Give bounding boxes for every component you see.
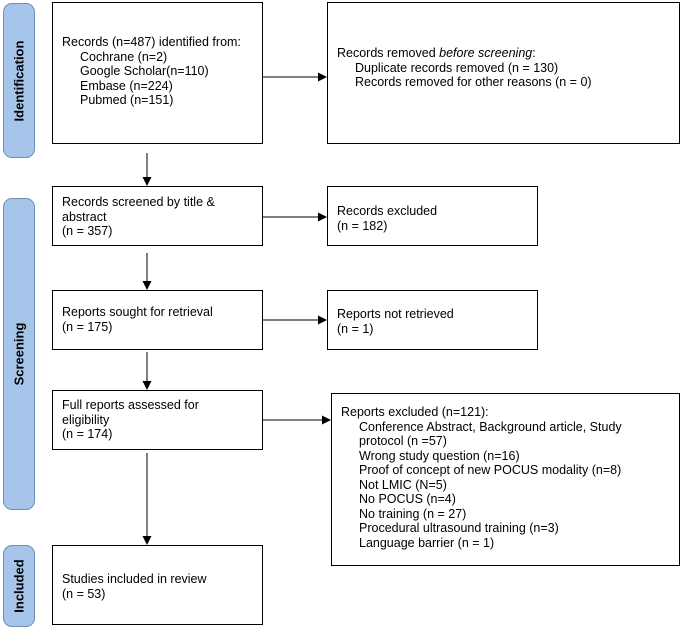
- sought-count: (n = 175): [62, 319, 113, 334]
- screened-line-1: Records screened by title &: [62, 195, 215, 209]
- source-cochrane: Cochrane (n=2): [80, 49, 168, 64]
- reason-item: Language barrier (n = 1): [359, 535, 495, 550]
- source-pubmed: Pubmed (n=151): [80, 93, 174, 107]
- source-google-scholar: Google Scholar(n=110): [80, 64, 209, 78]
- phase-identification: Identification: [3, 3, 35, 158]
- reports-assessed-box: Full reports assessed for eligibility (n…: [52, 390, 263, 450]
- not-retrieved-count: (n = 1): [337, 321, 374, 336]
- duplicates-removed: Duplicate records removed (n = 130): [355, 60, 559, 75]
- reason-item: No POCUS (n=4): [359, 492, 456, 506]
- assessed-line-2: eligibility: [62, 412, 110, 427]
- included-label: Studies included in review: [62, 572, 207, 586]
- reports-excluded-title: Reports excluded (n=121):: [341, 405, 489, 419]
- sought-label: Reports sought for retrieval: [62, 305, 213, 319]
- records-removed-box: Records removed before screening: Duplic…: [327, 2, 680, 144]
- reason-item: No training (n = 27): [359, 506, 467, 521]
- records-identified-box: Records (n=487) identified from: Cochran…: [52, 2, 263, 144]
- phase-screening: Screening: [3, 198, 35, 510]
- reports-not-retrieved-box: Reports not retrieved (n = 1): [327, 290, 538, 350]
- reports-excluded-box: Reports excluded (n=121): Conference Abs…: [331, 393, 680, 566]
- not-retrieved-label: Reports not retrieved: [337, 307, 454, 321]
- reason-item: protocol (n =57): [359, 434, 447, 448]
- reason-item: Wrong study question (n=16): [359, 448, 520, 463]
- reason-item: Proof of concept of new POCUS modality (…: [359, 463, 622, 477]
- excluded-label: Records excluded: [337, 204, 438, 218]
- assessed-count: (n = 174): [62, 427, 113, 441]
- reason-item: Procedural ultrasound training (n=3): [359, 521, 559, 535]
- other-removed: Records removed for other reasons (n = 0…: [355, 75, 592, 89]
- reports-sought-box: Reports sought for retrieval (n = 175): [52, 290, 263, 350]
- screened-line-2: abstract: [62, 209, 107, 224]
- records-excluded-box: Records excluded (n = 182): [327, 186, 538, 246]
- assessed-line-1: Full reports assessed for: [62, 398, 199, 412]
- studies-included-box: Studies included in review (n = 53): [52, 545, 263, 625]
- records-removed-title: Records removed before screening:: [337, 46, 536, 60]
- reason-item: Not LMIC (N=5): [359, 477, 447, 492]
- screened-count: (n = 357): [62, 224, 113, 238]
- included-count: (n = 53): [62, 586, 106, 601]
- excluded-count: (n = 182): [337, 218, 388, 233]
- phase-included: Included: [3, 545, 35, 627]
- records-screened-box: Records screened by title & abstract (n …: [52, 186, 263, 246]
- source-embase: Embase (n=224): [80, 78, 173, 93]
- records-identified-title: Records (n=487) identified from:: [62, 35, 241, 49]
- reason-item: Conference Abstract, Background article,…: [359, 419, 622, 434]
